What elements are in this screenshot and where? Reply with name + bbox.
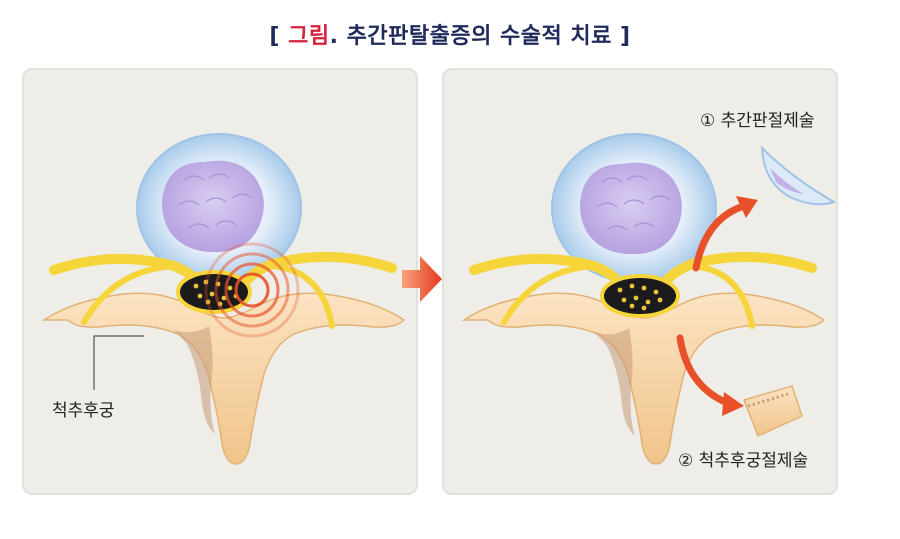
arrow-lamina-removal-head — [722, 392, 744, 416]
title-dot: . — [329, 24, 339, 49]
nerve-root-right — [659, 251, 817, 289]
spinal-cord — [600, 274, 680, 318]
arrow-disc-removal-head — [736, 196, 758, 218]
lamina-label: 척추후궁 — [52, 401, 115, 421]
discectomy-number: ① — [700, 111, 716, 131]
discectomy-text: 추간판절제술 — [720, 111, 815, 131]
nucleus-pulposus — [162, 160, 264, 253]
big-arrow-icon — [402, 256, 442, 302]
spine-diagram-before — [41, 133, 406, 465]
arrow-disc-removal — [692, 202, 748, 272]
removed-disc-fragment — [760, 145, 836, 206]
lamina-marrow — [594, 328, 635, 436]
title-figure-word: 그림 — [288, 24, 330, 49]
laminectomy-text: 척추후궁절제술 — [698, 451, 809, 471]
spinal-cord-dots — [617, 283, 663, 311]
nerve-branch-right — [689, 263, 755, 329]
vertebral-arch — [41, 292, 406, 465]
vertebral-arch — [461, 292, 826, 465]
nerve-branch-left — [501, 263, 597, 325]
figure-title: [ 그림. 추간판탈출증의 수술적 치료 ] — [0, 18, 900, 50]
pain-rings — [204, 242, 300, 338]
nucleus-texture — [596, 175, 671, 231]
left-panel: 척추후궁 — [22, 68, 418, 495]
nucleus-texture — [178, 173, 253, 229]
nerve-root-left — [469, 253, 627, 291]
nucleus-pulposus — [580, 162, 682, 255]
nerve-branch-left — [81, 263, 177, 325]
nerve-root-right — [239, 251, 397, 289]
laminectomy-label: ② 척추후궁절제술 — [678, 446, 808, 471]
removed-lamina-fragment — [743, 385, 803, 438]
label-leader-line — [93, 335, 144, 390]
lamina-marrow — [174, 326, 215, 434]
title-close-bracket: ] — [620, 24, 631, 49]
laminectomy-number: ② — [678, 451, 694, 471]
title-open-bracket: [ — [269, 24, 280, 49]
discectomy-label: ① 추간판절제술 — [700, 106, 815, 131]
spinal-cord — [176, 270, 252, 314]
spine-diagram-after — [461, 133, 836, 465]
right-panel: ① 추간판절제술 ② 척추후궁절제술 — [442, 68, 838, 495]
removed-nucleus-fragment — [770, 168, 804, 194]
removed-lamina-texture — [747, 392, 789, 408]
title-text: 추간판탈출증의 수술적 치료 — [346, 24, 612, 49]
arrow-lamina-removal — [676, 334, 734, 408]
